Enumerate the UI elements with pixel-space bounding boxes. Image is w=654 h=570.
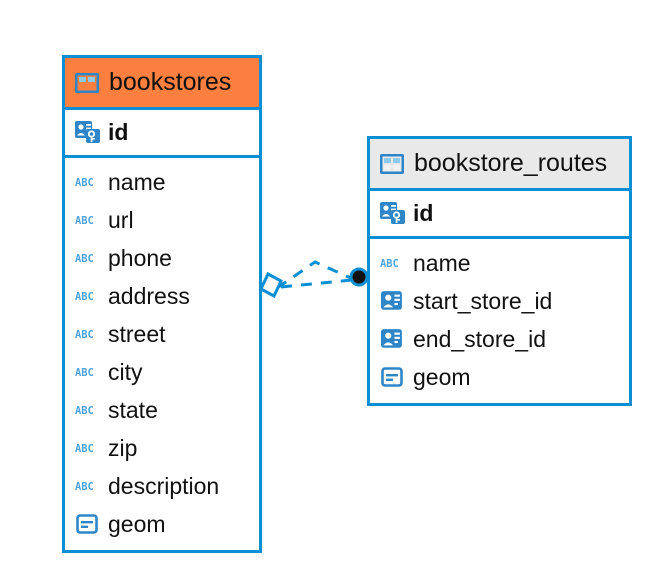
geometry-type-icon — [379, 364, 405, 390]
text-type-icon: ABC — [379, 250, 405, 276]
field-label-geom: geom — [413, 363, 471, 390]
field-row-primary-key[interactable]: id — [65, 110, 259, 155]
svg-text:ABC: ABC — [380, 258, 399, 270]
field-row-url[interactable]: ABC url — [65, 201, 259, 239]
field-row-address[interactable]: ABC address — [65, 277, 259, 315]
column-list-bookstore-routes: ABC name start_store_id end_store_id geo… — [370, 239, 629, 403]
svg-text:ABC: ABC — [75, 367, 94, 379]
field-row-state[interactable]: ABC state — [65, 391, 259, 429]
field-row-phone[interactable]: ABC phone — [65, 239, 259, 277]
field-label-url: url — [108, 206, 134, 233]
svg-text:ABC: ABC — [75, 177, 94, 189]
primary-key-icon — [379, 201, 405, 227]
svg-text:ABC: ABC — [75, 291, 94, 303]
entity-table-bookstores[interactable]: bookstores — [62, 55, 262, 553]
field-label-street: street — [108, 320, 166, 347]
field-label-primary-key: id — [108, 119, 129, 145]
svg-text:ABC: ABC — [75, 215, 94, 227]
text-type-icon: ABC — [74, 245, 100, 271]
relationship-diamond-endpoint — [259, 271, 283, 299]
field-label-name: name — [413, 249, 471, 276]
text-type-icon: ABC — [74, 207, 100, 233]
foreign-key-icon — [379, 288, 405, 314]
entity-header-bookstore-routes[interactable]: bookstore_routes — [370, 139, 629, 188]
field-label-city: city — [108, 358, 143, 385]
field-row-name[interactable]: ABC name — [370, 244, 629, 282]
field-row-primary-key[interactable]: id — [370, 191, 629, 236]
field-row-geom[interactable]: geom — [65, 505, 259, 543]
field-label-primary-key: id — [413, 200, 434, 226]
entity-title-bookstore-routes: bookstore_routes — [414, 149, 608, 177]
relationship-line-upper — [276, 260, 354, 290]
table-icon — [74, 70, 100, 96]
field-label-start_store_id: start_store_id — [413, 287, 553, 314]
text-type-icon: ABC — [74, 435, 100, 461]
entity-title-bookstores: bookstores — [109, 68, 232, 96]
geometry-type-icon — [74, 511, 100, 537]
field-row-zip[interactable]: ABC zip — [65, 429, 259, 467]
table-icon — [379, 151, 405, 177]
text-type-icon: ABC — [74, 283, 100, 309]
text-type-icon: ABC — [74, 397, 100, 423]
svg-text:ABC: ABC — [75, 253, 94, 265]
text-type-icon: ABC — [74, 473, 100, 499]
field-row-street[interactable]: ABC street — [65, 315, 259, 353]
primary-key-section-bookstore-routes: id — [370, 188, 629, 239]
field-row-end_store_id[interactable]: end_store_id — [370, 320, 629, 358]
svg-text:ABC: ABC — [75, 405, 94, 417]
text-type-icon: ABC — [74, 321, 100, 347]
field-label-description: description — [108, 472, 220, 499]
field-row-geom[interactable]: geom — [370, 358, 629, 396]
svg-text:ABC: ABC — [75, 329, 94, 341]
svg-text:ABC: ABC — [75, 443, 94, 455]
field-label-end_store_id: end_store_id — [413, 325, 546, 352]
entity-header-bookstores[interactable]: bookstores — [65, 58, 259, 107]
field-row-description[interactable]: ABC description — [65, 467, 259, 505]
field-row-city[interactable]: ABC city — [65, 353, 259, 391]
field-label-state: state — [108, 396, 158, 423]
field-label-name: name — [108, 168, 166, 195]
relationship-circle-endpoint — [349, 267, 369, 287]
field-row-name[interactable]: ABC name — [65, 163, 259, 201]
column-list-bookstores: ABC name ABC url ABC phone ABC address A… — [65, 158, 259, 550]
text-type-icon: ABC — [74, 169, 100, 195]
field-row-start_store_id[interactable]: start_store_id — [370, 282, 629, 320]
entity-table-bookstore-routes[interactable]: bookstore_routes — [367, 136, 632, 406]
field-label-geom: geom — [108, 510, 166, 537]
text-type-icon: ABC — [74, 359, 100, 385]
relationship-line-lower — [280, 278, 353, 289]
primary-key-icon — [74, 120, 100, 146]
svg-text:ABC: ABC — [75, 481, 94, 493]
field-label-address: address — [108, 282, 190, 309]
field-label-phone: phone — [108, 244, 172, 271]
field-label-zip: zip — [108, 434, 138, 461]
primary-key-section-bookstores: id — [65, 107, 259, 158]
foreign-key-icon — [379, 326, 405, 352]
